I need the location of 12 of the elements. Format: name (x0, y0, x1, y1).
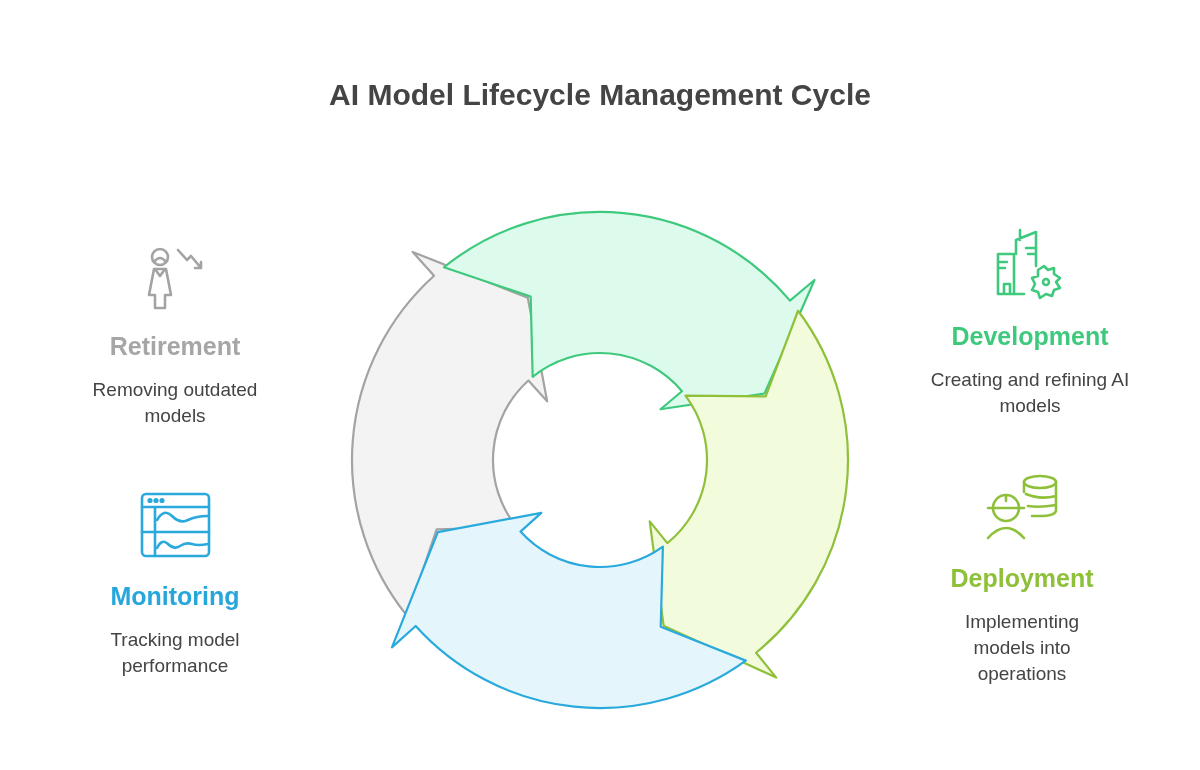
stage-heading: Monitoring (110, 582, 240, 611)
curved-arrow-segment (390, 511, 747, 710)
stage-description: Tracking model performance (109, 628, 241, 678)
stage-heading: Development (951, 322, 1109, 351)
stage-description: Implementing models into operations (963, 610, 1081, 686)
stage-heading: Retirement (109, 332, 241, 361)
curved-arrow-segment (648, 309, 850, 679)
diagram-title: AI Model Lifecycle Management Cycle (328, 78, 872, 112)
stage-description: Creating and refining AI models (929, 368, 1131, 418)
stage-description: Removing outdated models (91, 378, 259, 428)
stage-heading: Deployment (950, 564, 1094, 593)
curved-arrow-segment (442, 211, 816, 411)
